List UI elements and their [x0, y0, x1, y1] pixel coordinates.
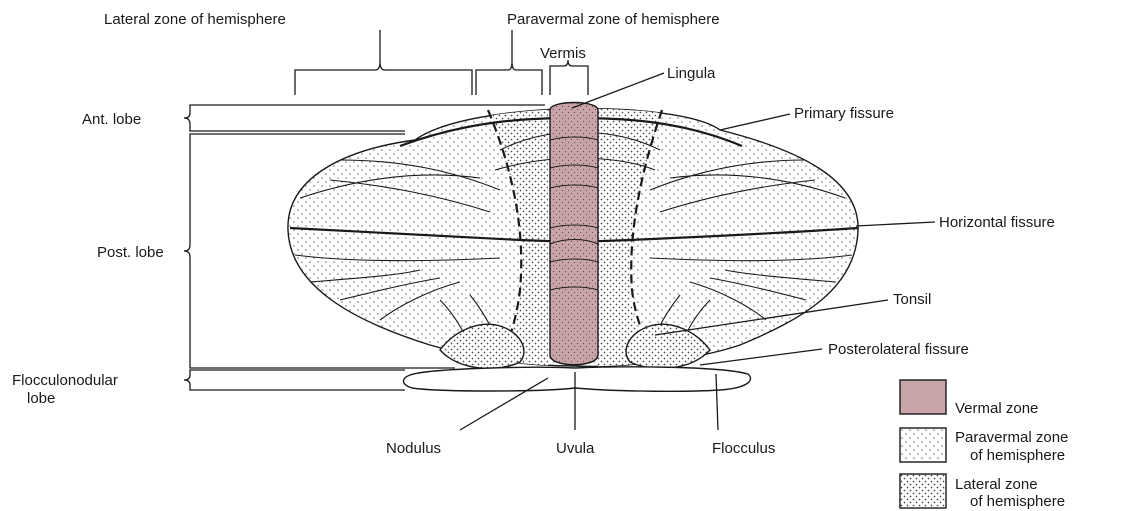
cerebellum-body — [288, 103, 858, 392]
paravermal-zone-bracket — [476, 30, 542, 95]
nodulus-label: Nodulus — [386, 440, 441, 457]
legend-vermal-swatch — [900, 380, 946, 414]
legend-lateral-label-line1: Lateral zone — [955, 476, 1038, 493]
horizontal-fissure-label: Horizontal fissure — [939, 214, 1055, 231]
legend-paravermal-label-line2: of hemisphere — [970, 447, 1065, 464]
tonsil-label: Tonsil — [893, 291, 931, 308]
legend-vermal-label: Vermal zone — [955, 400, 1038, 417]
flocculonodular-bracket — [184, 370, 405, 390]
legend-lateral-label-line2: of hemisphere — [970, 493, 1065, 510]
lingula-label: Lingula — [667, 65, 716, 82]
paravermal-zone-top-label: Paravermal zone of hemisphere — [507, 11, 720, 28]
flocculus-label: Flocculus — [712, 440, 775, 457]
lateral-zone-top-label: Lateral zone of hemisphere — [104, 11, 286, 28]
top-brackets — [295, 30, 588, 95]
legend-paravermal-label-line1: Paravermal zone — [955, 429, 1068, 446]
posterolateral-fissure-label: Posterolateral fissure — [828, 341, 969, 358]
ant-lobe-label: Ant. lobe — [82, 111, 141, 128]
flocculonodular-label-line1: Flocculonodular — [12, 372, 118, 389]
horizontal-fissure-leader — [856, 222, 935, 226]
primary-fissure-leader — [720, 114, 790, 130]
vermis-bracket — [550, 60, 588, 95]
legend-paravermal-swatch — [900, 428, 946, 462]
vermis-label: Vermis — [540, 45, 586, 62]
primary-fissure-label: Primary fissure — [794, 105, 894, 122]
uvula-label: Uvula — [556, 440, 595, 457]
lingula-leader — [572, 73, 664, 108]
legend: Vermal zone Paravermal zone of hemispher… — [900, 380, 1068, 510]
flocculonodular-lobe-shape — [404, 367, 751, 391]
post-lobe-label: Post. lobe — [97, 244, 164, 261]
vermis-strip — [550, 103, 598, 365]
lateral-zone-bracket — [295, 30, 472, 95]
flocculonodular-label-line2: lobe — [27, 390, 55, 407]
legend-lateral-swatch — [900, 474, 946, 508]
